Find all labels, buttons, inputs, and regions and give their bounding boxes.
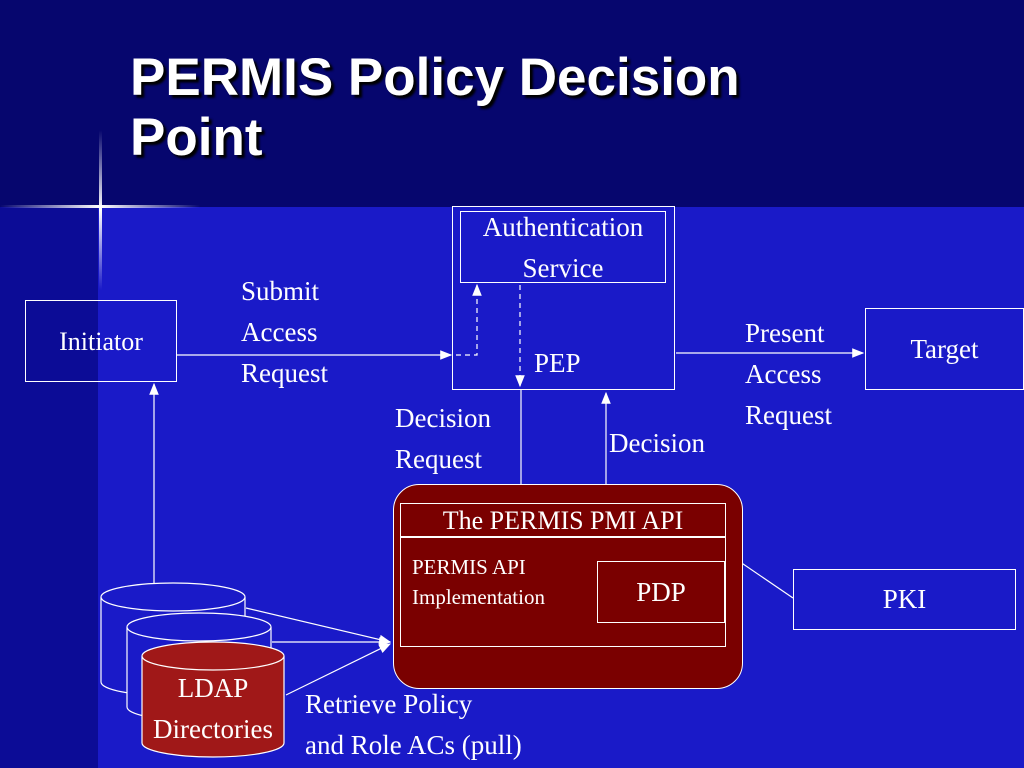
retrieve-line-1: Retrieve Policy xyxy=(305,689,473,719)
decision-label: Decision xyxy=(609,428,705,458)
title-line-1: PERMIS Policy Decision xyxy=(130,48,740,107)
sparkle-vertical xyxy=(99,130,102,290)
retrieve-line-2: and Role ACs (pull) xyxy=(305,730,522,760)
api-title: The PERMIS PMI API xyxy=(442,506,684,535)
impl-line-2: Implementation xyxy=(412,585,545,609)
api-impl-box xyxy=(400,537,726,647)
submit-line-3: Request xyxy=(241,358,328,388)
submit-line-1: Submit xyxy=(241,276,320,306)
slide-title: PERMIS Policy Decision Point xyxy=(130,48,740,168)
pdp-label: PDP xyxy=(636,577,686,607)
decision-request-line-2: Request xyxy=(395,444,482,474)
auth-service-box xyxy=(460,211,666,283)
decision-request-line-1: Decision xyxy=(395,403,491,433)
title-line-2: Point xyxy=(130,108,263,167)
impl-line-1: PERMIS API xyxy=(412,555,526,579)
auth-request-arrow xyxy=(456,283,482,356)
decision-request-label: Decision Request xyxy=(395,398,491,480)
ldap-line-2: Directories xyxy=(153,714,273,744)
ldap-label: LDAP Directories xyxy=(138,668,288,750)
target-box: Target xyxy=(865,308,1024,390)
header-band xyxy=(0,0,1024,207)
present-line-1: Present xyxy=(745,318,825,348)
auth-line-1: Authentication xyxy=(482,212,644,242)
pep-label: PEP xyxy=(534,348,581,378)
auth-line-2: Service xyxy=(522,253,604,283)
pdp-box: PDP xyxy=(597,561,725,623)
permis-api-box xyxy=(393,484,743,689)
directory-api-arrow-3 xyxy=(285,643,392,696)
target-label: Target xyxy=(910,334,979,364)
submit-label: Submit Access Request xyxy=(241,271,328,394)
pki-label: PKI xyxy=(882,584,927,614)
present-line-2: Access xyxy=(745,359,822,389)
initiator-box: Initiator xyxy=(25,300,177,382)
initiator-label: Initiator xyxy=(59,327,143,356)
pki-box: PKI xyxy=(793,569,1016,630)
submit-line-2: Access xyxy=(241,317,318,347)
auth-service-label: Authentication Service xyxy=(455,207,671,289)
pep-box xyxy=(452,206,675,390)
impl-label: PERMIS API Implementation xyxy=(412,552,545,612)
ldap-line-1: LDAP xyxy=(177,673,249,703)
api-title-box: The PERMIS PMI API xyxy=(400,503,726,537)
retrieve-label: Retrieve Policy and Role ACs (pull) xyxy=(305,684,522,766)
directory-api-arrow-1 xyxy=(245,607,392,645)
ldap-cylinder xyxy=(141,641,285,758)
present-line-3: Request xyxy=(745,400,832,430)
present-label: Present Access Request xyxy=(745,313,832,436)
